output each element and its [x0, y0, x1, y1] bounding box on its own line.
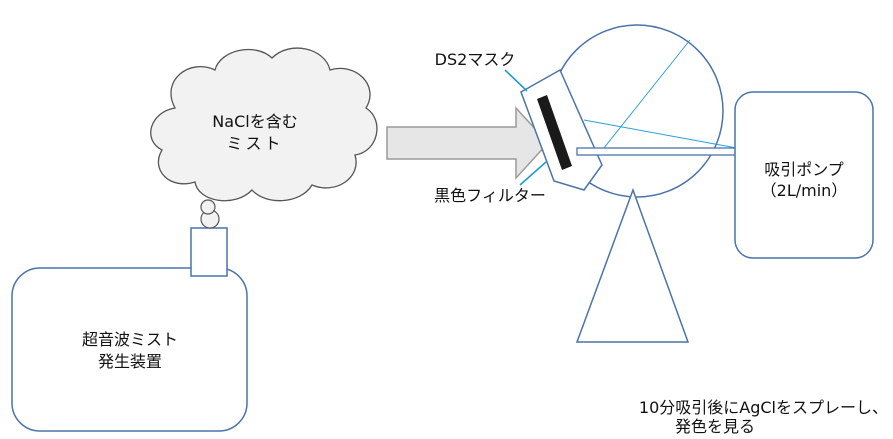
generator-label-line2: 発生装置 — [97, 352, 162, 371]
pump-label-line2: （2L/min） — [760, 181, 848, 200]
note-line2: 発色を見る — [674, 417, 755, 436]
suction-tube — [576, 147, 740, 156]
black-filter — [537, 95, 572, 170]
mist-puff-tiny — [200, 199, 216, 215]
note-line1: 10分吸引後にAgClをスプレーし、 — [638, 398, 888, 417]
generator-label-line1: 超音波ミスト — [81, 330, 178, 349]
generator-nozzle — [190, 227, 228, 277]
filter-pointer — [519, 161, 547, 186]
mask-pointer — [504, 69, 528, 92]
head-inner-line-to-pump — [583, 119, 754, 152]
mannequin-stand — [575, 187, 690, 343]
mist-generator-box — [11, 267, 248, 432]
mist-cloud — [150, 47, 378, 202]
flow-arrow — [386, 106, 550, 180]
pump-label-line1: 吸引ポンプ — [764, 160, 844, 179]
mask-label: DS2マスク — [434, 50, 516, 69]
mist-cloud-label-line2: ミスト — [226, 134, 284, 153]
suction-pump-box — [734, 91, 874, 259]
filter-label: 黒色フィルター — [434, 186, 546, 205]
mist-cloud-label-line1: NaClを含む — [212, 112, 298, 131]
